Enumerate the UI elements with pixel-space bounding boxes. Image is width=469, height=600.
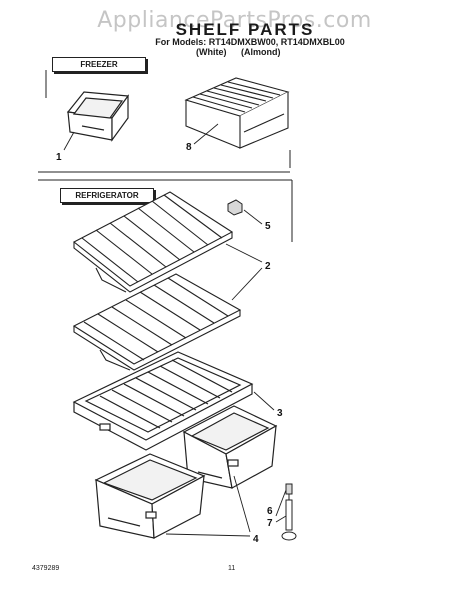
models-line: For Models: RT14DMXBW00, RT14DMXBL00 bbox=[155, 37, 345, 47]
variant-white: (White) bbox=[196, 47, 227, 57]
upper-wire-shelf-part bbox=[72, 191, 234, 293]
callout-numbers: 1 8 5 2 3 6 7 4 bbox=[56, 142, 283, 545]
section-frame bbox=[38, 70, 293, 242]
watermark: AppliancePartsPros.com bbox=[97, 8, 372, 33]
freezer-section-label: FREEZER bbox=[52, 57, 146, 72]
callout-7: 7 bbox=[267, 518, 273, 529]
document-code: 4379289 bbox=[32, 565, 60, 572]
callout-4: 4 bbox=[253, 534, 259, 545]
callout-3: 3 bbox=[277, 408, 283, 419]
page-number: 11 bbox=[228, 565, 236, 572]
variant-almond: (Almond) bbox=[241, 47, 281, 57]
crisper-cover-part bbox=[72, 351, 254, 451]
callout-2: 2 bbox=[265, 261, 271, 272]
callout-6: 6 bbox=[267, 506, 273, 517]
page-title: SHELF PARTS bbox=[175, 20, 315, 39]
left-crisper-drawer-part bbox=[94, 453, 206, 539]
callout-1: 1 bbox=[56, 152, 62, 163]
support-post-part bbox=[281, 483, 297, 541]
freezer-basket-part bbox=[66, 91, 130, 142]
shelf-stop-part bbox=[227, 199, 243, 216]
freezer-wire-shelf-part bbox=[184, 77, 290, 149]
lower-wire-shelf-part bbox=[72, 273, 242, 371]
leader-lines bbox=[63, 123, 287, 537]
callout-5: 5 bbox=[265, 221, 271, 232]
callout-8: 8 bbox=[186, 142, 192, 153]
variant-labels: (White) (Almond) bbox=[196, 47, 293, 57]
refrigerator-section-label: REFRIGERATOR bbox=[60, 188, 154, 203]
